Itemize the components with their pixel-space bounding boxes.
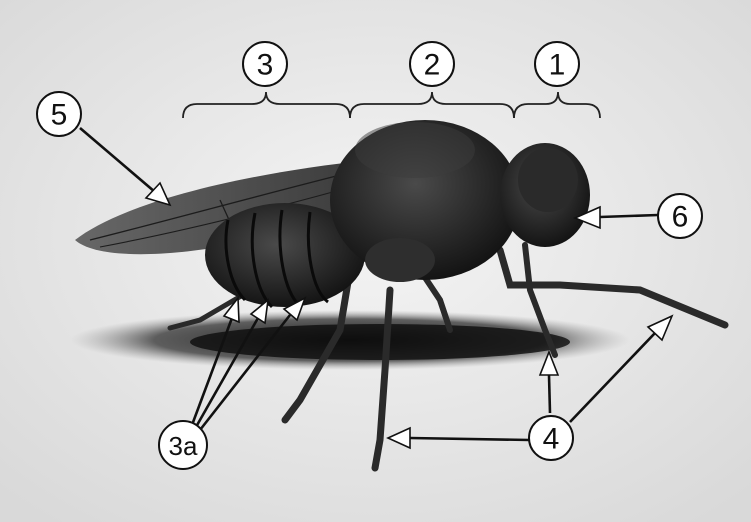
label-3a: 3a (159, 421, 207, 469)
label-6: 6 (658, 194, 702, 238)
label-3a-text: 3a (169, 431, 198, 461)
label-5: 5 (37, 92, 81, 136)
label-2-text: 2 (424, 49, 441, 82)
label-4: 4 (529, 416, 573, 460)
label-1-text: 1 (549, 49, 566, 82)
label-1: 1 (535, 42, 579, 86)
label-2: 2 (410, 42, 454, 86)
label-6-text: 6 (672, 201, 689, 234)
label-5-text: 5 (51, 99, 68, 132)
label-4-text: 4 (543, 423, 560, 456)
fly-shadow-core (190, 324, 570, 360)
head (500, 143, 590, 247)
label-3-text: 3 (257, 49, 274, 82)
label-3: 3 (243, 42, 287, 86)
